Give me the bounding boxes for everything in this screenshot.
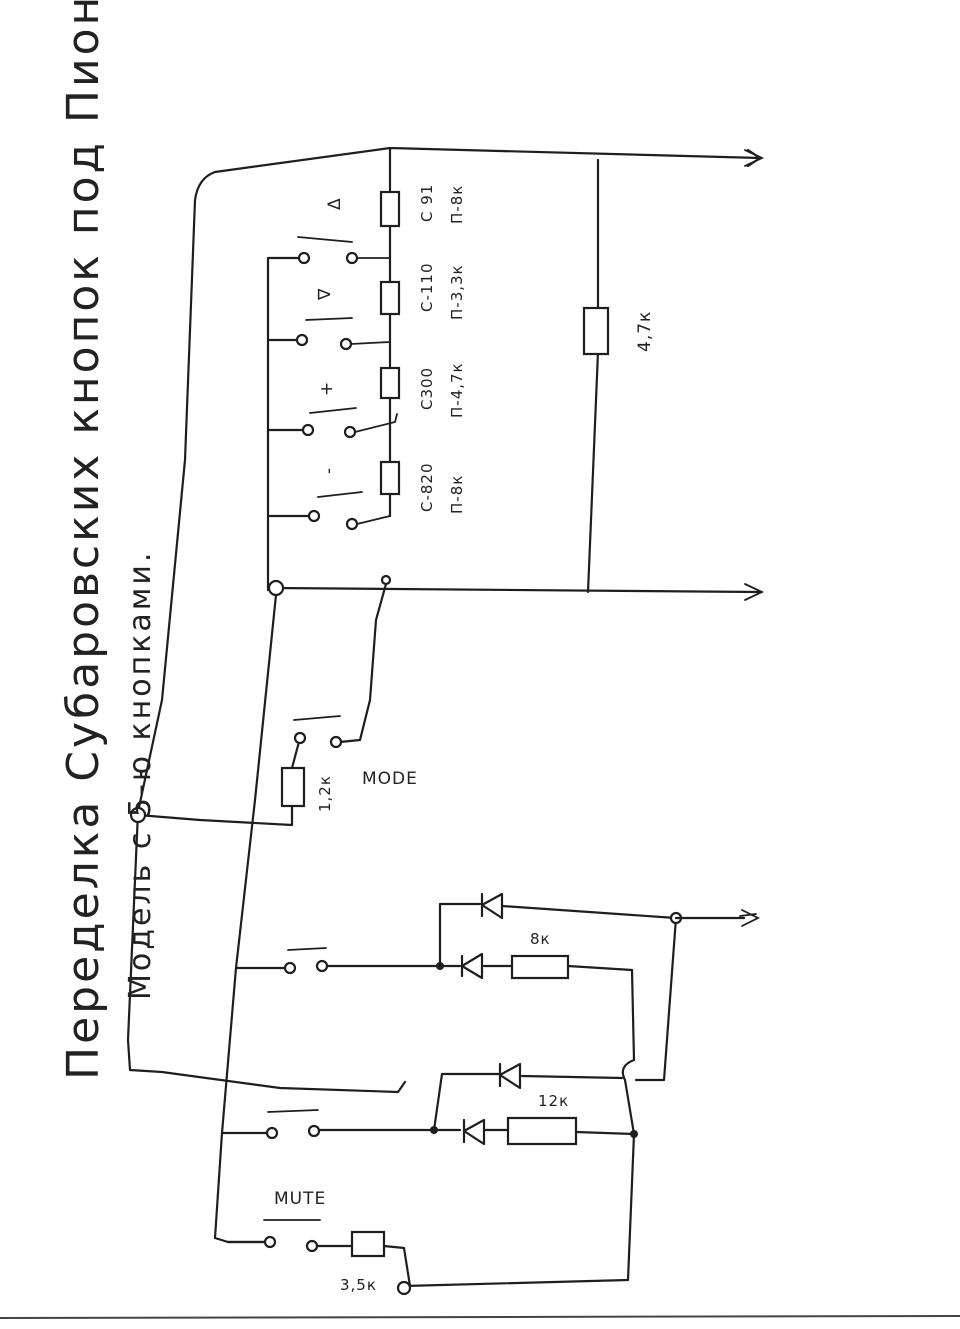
title-text: Переделка Субаровских кнопок под Пионер <box>58 0 109 1080</box>
diode-top-resistor <box>510 954 570 980</box>
ladder-resistor-3 <box>379 366 401 400</box>
button-minus-switch <box>307 491 391 531</box>
ladder-resistor-2 <box>379 280 401 316</box>
mode-junction-node <box>380 574 392 586</box>
ladder-resistor-1 <box>379 190 401 228</box>
down-button-label: ∇ <box>315 288 335 301</box>
mode-button-label: MODE <box>362 769 418 789</box>
mode-return-node <box>129 806 147 824</box>
ladder-resistor-4 <box>379 460 401 496</box>
diode2-symbol <box>462 1118 486 1146</box>
ladder-4-stock-label: С-820 <box>418 462 436 512</box>
diode-section-bus <box>213 593 278 1244</box>
pullup-wire <box>586 158 600 594</box>
ladder-3-new-label: П-4,7к <box>448 362 466 418</box>
diode1-parallel-symbol <box>480 892 504 920</box>
output-arrow-head <box>739 909 761 927</box>
diode1-symbol <box>460 952 484 980</box>
button-plus-switch <box>301 407 398 439</box>
button-down-switch <box>295 317 391 351</box>
bottom-rail-wire <box>274 586 762 594</box>
diode-bottom-resistor <box>506 1116 578 1146</box>
bottom-rail-arrow-head <box>744 583 765 601</box>
mute-resistor <box>350 1230 386 1258</box>
ladder-2-new-label: П-3,3к <box>448 264 466 320</box>
top-rail-wire <box>126 146 762 1094</box>
button-common-bus <box>266 256 312 592</box>
ladder-3-stock-label: С300 <box>418 367 436 410</box>
up-button-label: Δ <box>325 197 345 210</box>
mode-switch-contact-b <box>329 735 343 749</box>
diode1-switch-blade <box>287 947 327 951</box>
diode1-parallel-wire <box>438 902 678 1082</box>
mute-resistor-label: 3,5к <box>340 1276 377 1294</box>
mode-wire <box>136 582 388 827</box>
diode2-switch-blade <box>267 1109 319 1113</box>
mode-switch-contact-a <box>293 731 307 745</box>
plus-button-label: + <box>317 381 337 396</box>
ladder-1-stock-label: С 91 <box>418 184 436 222</box>
mute-switch-contact-b <box>305 1239 319 1253</box>
diode1-switch-contact-a <box>283 961 297 975</box>
diode1-switch-contact-b <box>315 959 329 973</box>
button-up-switch <box>297 236 391 265</box>
pullup-resistor <box>582 306 610 356</box>
diode2-parallel-symbol <box>498 1062 522 1090</box>
ladder-2-stock-label: С-110 <box>418 262 436 312</box>
top-rail-arrow-head <box>744 149 765 167</box>
ladder-1-new-label: П-8к <box>448 185 466 224</box>
mute-wire <box>226 1132 636 1288</box>
mode-resistor <box>280 766 306 808</box>
bus-junction-node <box>267 579 285 597</box>
ladder-4-new-label: П-8к <box>448 475 466 514</box>
mode-resistor-label: 1,2к <box>316 775 334 812</box>
diode-bottom-resistor-label: 12к <box>538 1092 569 1110</box>
mute-switch-contact-a <box>263 1235 277 1249</box>
mute-button-label: MUTE <box>274 1189 326 1209</box>
minus-button-label: - <box>319 467 339 474</box>
mode-switch-blade <box>293 715 341 721</box>
page-bottom-edge <box>0 1315 960 1319</box>
mute-junction-node <box>396 1280 412 1296</box>
diode-branch1-wire <box>234 964 636 1136</box>
subtitle-text: Модель с 5-ю кнопками. <box>123 550 158 1000</box>
diode2-switch-contact-a <box>265 1126 279 1140</box>
diode2-switch-contact-b <box>307 1124 321 1138</box>
pullup-resistor-label: 4,7к <box>635 311 655 352</box>
diode-top-resistor-label: 8к <box>530 930 551 948</box>
diode2-parallel-wire <box>432 1072 624 1132</box>
